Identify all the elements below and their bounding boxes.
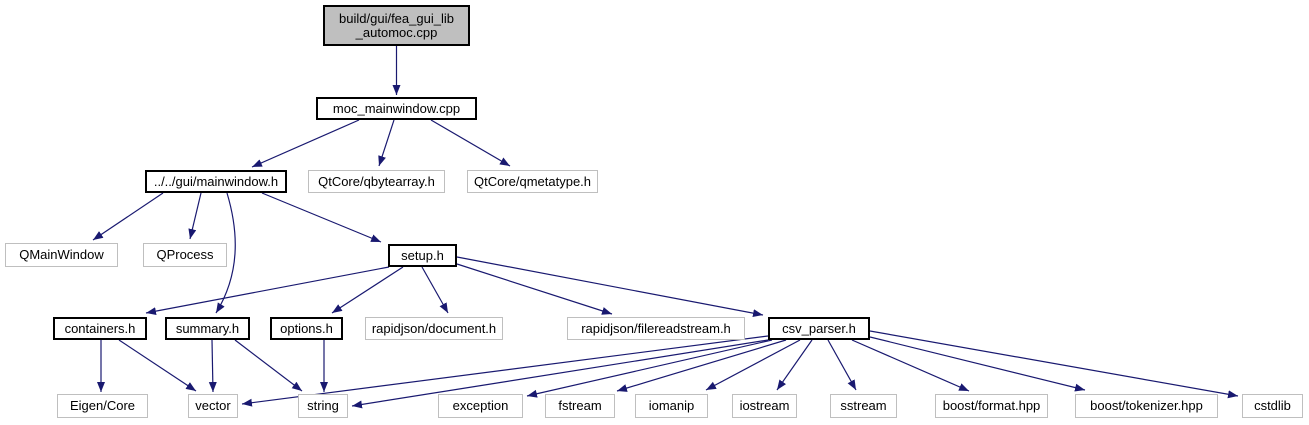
node-string: string (298, 394, 348, 418)
node-qmainwindow: QMainWindow (5, 243, 118, 267)
edge-summary-to-string (234, 339, 303, 392)
edge-setup-to-csvparser (456, 256, 764, 318)
edge-mainwindow-to-setup (261, 192, 382, 243)
edge-csvparser-to-vector (241, 335, 769, 407)
node-iostream: iostream (732, 394, 797, 418)
edge-setup-to-filereadstream (456, 263, 613, 315)
edge-setup-to-document (421, 266, 449, 314)
edge-moc-to-mainwindow (251, 119, 360, 168)
node-qtcore-qmetatype-h: QtCore/qmetatype.h (467, 170, 598, 193)
node-rapidjson-document-h: rapidjson/document.h (365, 317, 503, 340)
edge-csvparser-to-tokenizer (869, 336, 1086, 392)
edge-csvparser-to-cstdlib (869, 330, 1239, 399)
edge-setup-to-containers (145, 266, 390, 316)
node-qtcore-qbytearray-h: QtCore/qbytearray.h (308, 170, 445, 193)
node-summary-h[interactable]: summary.h (165, 317, 250, 340)
node-cstdlib: cstdlib (1242, 394, 1303, 418)
node-vector: vector (188, 394, 238, 418)
node-setup-h[interactable]: setup.h (388, 244, 457, 267)
node-containers-h[interactable]: containers.h (53, 317, 147, 340)
node-csv-parser-h[interactable]: csv_parser.h (768, 317, 870, 340)
edge-summary-to-vector (208, 339, 217, 393)
edge-containers-to-vector (118, 339, 197, 392)
edge-csvparser-to-iostream (776, 339, 813, 391)
edge-mainwindow-to-summary (215, 192, 236, 314)
edge-csvparser-to-fstream (616, 339, 787, 392)
node-mainwindow-h[interactable]: ../../gui/mainwindow.h (145, 170, 287, 193)
node-automoc-cpp: build/gui/fea_gui_lib _automoc.cpp (323, 5, 470, 46)
node-fstream: fstream (545, 394, 615, 418)
node-iomanip: iomanip (635, 394, 708, 418)
edge-moc-to-qbytearray (378, 119, 395, 167)
edge-mainwindow-to-qmainwindow (92, 192, 164, 241)
node-eigen-core: Eigen/Core (57, 394, 148, 418)
node-qprocess: QProcess (143, 243, 227, 267)
node-boost-tokenizer-hpp: boost/tokenizer.hpp (1075, 394, 1218, 418)
node-sstream: sstream (830, 394, 897, 418)
edge-csvparser-to-exception (526, 339, 773, 398)
edge-csvparser-to-format (851, 339, 970, 392)
edge-csvparser-to-string (351, 339, 769, 409)
node-boost-format-hpp: boost/format.hpp (935, 394, 1048, 418)
node-exception: exception (438, 394, 523, 418)
edge-csvparser-to-iomanip (705, 339, 801, 391)
node-moc-mainwindow-cpp[interactable]: moc_mainwindow.cpp (316, 97, 477, 120)
edge-mainwindow-to-qprocess (188, 192, 202, 240)
edge-csvparser-to-sstream (827, 339, 857, 391)
node-rapidjson-filereadstream-h: rapidjson/filereadstream.h (567, 317, 745, 340)
edge-moc-to-qmetatype (430, 119, 511, 167)
node-options-h[interactable]: options.h (270, 317, 343, 340)
edge-setup-to-options (331, 266, 404, 314)
